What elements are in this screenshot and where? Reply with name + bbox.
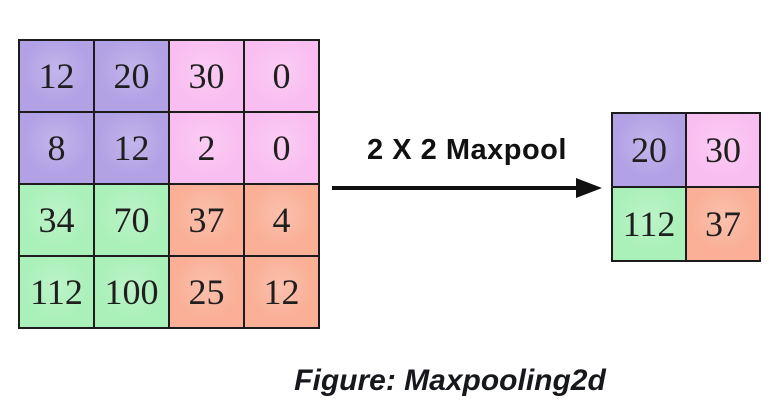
output-matrix: 20 30 112 37 bbox=[611, 112, 761, 262]
input-cell-r3c3: 12 bbox=[245, 257, 318, 327]
input-cell-r1c2: 2 bbox=[170, 113, 243, 183]
output-cell-r0c1: 30 bbox=[687, 114, 759, 186]
input-cell-r0c3: 0 bbox=[245, 41, 318, 111]
input-cell-r3c1: 100 bbox=[95, 257, 168, 327]
output-cell-r1c0: 112 bbox=[613, 188, 685, 260]
input-cell-r1c0: 8 bbox=[20, 113, 93, 183]
figure-caption: Figure: Maxpooling2d bbox=[294, 364, 606, 397]
input-cell-r1c3: 0 bbox=[245, 113, 318, 183]
output-cell-r1c1: 37 bbox=[687, 188, 759, 260]
input-matrix: 12 20 30 0 8 12 2 0 34 70 37 4 112 100 2… bbox=[18, 39, 320, 329]
input-cell-r3c0: 112 bbox=[20, 257, 93, 327]
input-cell-r1c1: 12 bbox=[95, 113, 168, 183]
input-cell-r2c1: 70 bbox=[95, 185, 168, 255]
input-cell-r2c3: 4 bbox=[245, 185, 318, 255]
input-cell-r0c2: 30 bbox=[170, 41, 243, 111]
output-cell-r0c0: 20 bbox=[613, 114, 685, 186]
input-cell-r2c2: 37 bbox=[170, 185, 243, 255]
right-arrow-icon bbox=[332, 178, 602, 198]
input-cell-r3c2: 25 bbox=[170, 257, 243, 327]
input-cell-r0c1: 20 bbox=[95, 41, 168, 111]
input-cell-r2c0: 34 bbox=[20, 185, 93, 255]
input-cell-r0c0: 12 bbox=[20, 41, 93, 111]
maxpool-arrow-label: 2 X 2 Maxpool bbox=[367, 134, 567, 166]
